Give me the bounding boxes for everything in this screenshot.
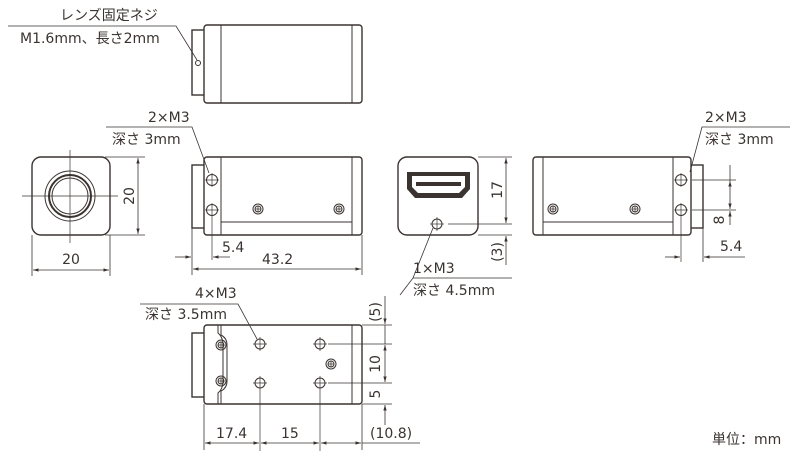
mount-hole-icon — [205, 203, 219, 260]
dim-top-margin: (5) — [368, 302, 384, 322]
bottom-holes-depth: 深さ 3.5mm — [145, 307, 227, 323]
left-side-view: 2×M3 深さ 3mm 5.4 43.2 — [106, 110, 363, 275]
mount-hole-icon — [205, 173, 219, 187]
back-hole-depth: 深さ 4.5mm — [413, 283, 495, 299]
dim-hole-offset: 5.4 — [720, 239, 742, 255]
screw-icon — [547, 203, 559, 215]
dim-bottom-margin: 5 — [368, 390, 384, 399]
dim-back-height: 17 — [490, 181, 506, 199]
mount-hole-icon — [253, 337, 267, 351]
dim-offset-front: 17.4 — [216, 426, 247, 442]
lens-screw-spec: M1.6mm、長さ2mm — [20, 31, 160, 47]
screw-icon — [215, 339, 227, 351]
dim-offset-rear: (10.8) — [370, 426, 412, 442]
side-holes-depth: 深さ 3mm — [112, 132, 181, 148]
side-holes-label: 2×M3 — [705, 110, 747, 126]
hdmi-port-icon — [407, 172, 470, 198]
mount-hole-icon — [674, 203, 688, 262]
front-view: 20 20 — [22, 150, 145, 276]
dim-hole-spacing-v: 10 — [368, 355, 384, 373]
screw-icon — [325, 358, 337, 370]
dim-back-bottom: (3) — [490, 242, 506, 262]
dim-hole-spacing: 8 — [712, 216, 728, 225]
top-view: レンズ固定ネジ M1.6mm、長さ2mm — [8, 8, 363, 104]
side-holes-depth: 深さ 3mm — [705, 132, 774, 148]
back-hole-label: 1×M3 — [413, 261, 455, 277]
back-view: 17 (3) 1×M3 深さ 4.5mm — [397, 156, 512, 299]
mount-hole-icon — [674, 173, 688, 187]
leader-line — [8, 25, 198, 61]
dim-length: 43.2 — [262, 252, 293, 268]
dim-front-height: 20 — [122, 187, 138, 205]
dim-hole-offset: 5.4 — [222, 240, 244, 256]
side-holes-label: 2×M3 — [148, 110, 190, 126]
right-side-view: 2×M3 深さ 3mm 8 5.4 — [532, 110, 790, 262]
dim-hole-spacing-h: 15 — [281, 426, 299, 442]
screw-icon — [333, 203, 345, 215]
camera-body — [203, 24, 363, 104]
lens-screw-icon — [195, 60, 201, 66]
leader-line — [689, 126, 790, 173]
bottom-holes-label: 4×M3 — [195, 286, 237, 302]
mount-hole-icon — [313, 376, 327, 451]
leader-line — [140, 303, 258, 340]
screw-icon — [215, 375, 227, 387]
screw-icon — [629, 203, 641, 215]
lens-mount — [191, 29, 206, 96]
mount-hole-icon — [430, 217, 444, 231]
screw-icon — [252, 203, 264, 215]
bottom-view: 4×M3 深さ 3.5mm (5) 10 5 17.4 15 (10.8) — [140, 286, 420, 451]
unit-label: 単位：mm — [712, 432, 781, 448]
leader-line — [106, 126, 210, 174]
lens-screw-label: レンズ固定ネジ — [60, 8, 158, 24]
dim-front-width: 20 — [62, 252, 80, 268]
mount-hole-icon — [253, 376, 267, 451]
mount-hole-icon — [313, 337, 327, 351]
